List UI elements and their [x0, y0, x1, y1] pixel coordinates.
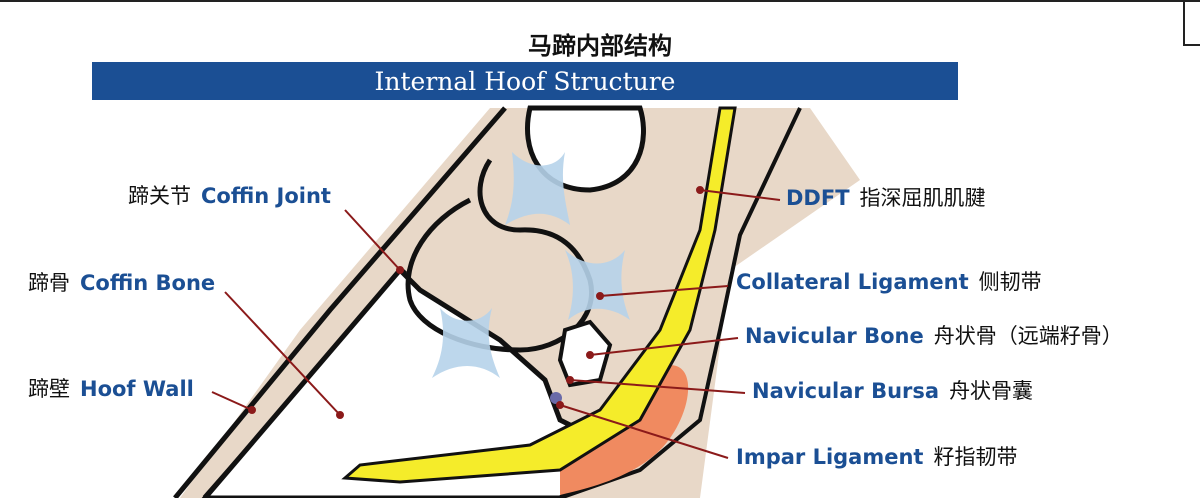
label-navicular-bone-cn: 舟状骨（远端籽骨） [933, 324, 1123, 348]
ddft-tendon [341, 106, 737, 484]
leader-navicular-bone-end [586, 351, 594, 359]
ligament-patch-2 [565, 250, 630, 320]
leader-coffin-joint-end [396, 266, 404, 274]
label-impar-ligament-en: Impar Ligament [736, 445, 924, 469]
label-coffin-joint-en: Coffin Joint [201, 184, 331, 208]
label-hoof-wall: 蹄壁 Hoof Wall [28, 376, 194, 402]
leader-coffin-bone-end [336, 411, 344, 419]
label-navicular-bursa-cn: 舟状骨囊 [949, 379, 1034, 403]
leader-hoof-wall [211, 391, 253, 411]
top-border [0, 0, 1200, 2]
leader-ddft [699, 189, 781, 201]
navicular-bone-shape [557, 319, 613, 388]
leader-navicular-bursa-end [566, 376, 574, 384]
ligament-patch-1 [505, 152, 570, 225]
label-ddft-en: DDFT [786, 186, 850, 210]
leader-coffin-bone [224, 291, 341, 416]
label-collateral-ligament-en: Collateral Ligament [736, 270, 969, 294]
diagram-title-banner: Internal Hoof Structure [92, 62, 958, 100]
hoof-back-line [559, 107, 802, 498]
label-navicular-bone-en: Navicular Bone [745, 324, 924, 348]
label-navicular-bursa: Navicular Bursa 舟状骨囊 [752, 378, 1033, 404]
label-coffin-joint: 蹄关节 Coffin Joint [128, 183, 331, 209]
leader-navicular-bone [589, 337, 739, 356]
label-navicular-bursa-en: Navicular Bursa [752, 379, 940, 403]
label-collateral-ligament: Collateral Ligament 侧韧带 [736, 269, 1042, 295]
corner-border-horizontal [1183, 44, 1200, 46]
label-collateral-ligament-cn: 侧韧带 [978, 270, 1042, 294]
leader-hoof-wall-end [248, 406, 256, 414]
label-ddft: DDFT 指深屈肌肌腱 [786, 185, 986, 211]
hoof-wall-outer-line [173, 106, 507, 498]
leader-collateral [599, 285, 729, 297]
diagram-title-en: Internal Hoof Structure [374, 66, 676, 96]
label-hoof-wall-en: Hoof Wall [80, 377, 194, 401]
corner-border-vertical [1183, 0, 1185, 46]
navicular-bursa-marker [550, 392, 562, 404]
leader-impar [559, 404, 729, 459]
diagram-title-cn: 马蹄内部结构 [528, 32, 672, 60]
coffin-bone-shape [201, 266, 636, 498]
leader-ddft-end [696, 186, 704, 194]
label-impar-ligament-cn: 籽指韧带 [933, 445, 1018, 469]
label-coffin-bone-en: Coffin Bone [80, 271, 216, 295]
label-ddft-cn: 指深屈肌肌腱 [859, 186, 986, 210]
label-coffin-bone: 蹄骨 Coffin Bone [28, 270, 215, 296]
label-navicular-bone: Navicular Bone 舟状骨（远端籽骨） [745, 323, 1123, 349]
leader-collateral-end [596, 292, 604, 300]
leader-impar-end [556, 401, 564, 409]
leader-coffin-joint [344, 209, 401, 271]
leader-navicular-bursa [569, 379, 746, 394]
label-coffin-bone-cn: 蹄骨 [28, 271, 70, 295]
label-impar-ligament: Impar Ligament 籽指韧带 [736, 444, 1017, 470]
ligament-patch-3 [432, 308, 500, 378]
label-hoof-wall-cn: 蹄壁 [28, 377, 70, 401]
label-coffin-joint-cn: 蹄关节 [128, 184, 191, 208]
